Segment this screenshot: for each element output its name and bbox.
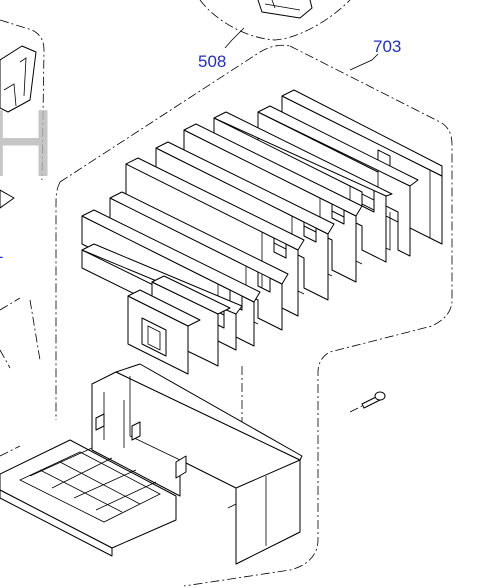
callout-508: 508 (198, 52, 226, 71)
foam-pad-stack (81, 89, 443, 375)
group-boundary-703 (55, 44, 453, 587)
leader-703 (349, 53, 379, 71)
leader-508 (224, 27, 245, 49)
callout-703: 703 (373, 37, 401, 56)
lower-grille-tray (0, 439, 177, 557)
foam-pad-frame (127, 289, 201, 375)
callout-partial: 1 (0, 243, 3, 262)
watermark-glyph: H (0, 90, 55, 197)
screw (349, 391, 386, 413)
upper-housing-partial (199, 0, 351, 41)
left-partial-assembly (0, 19, 45, 369)
lower-housing-box (91, 363, 303, 565)
